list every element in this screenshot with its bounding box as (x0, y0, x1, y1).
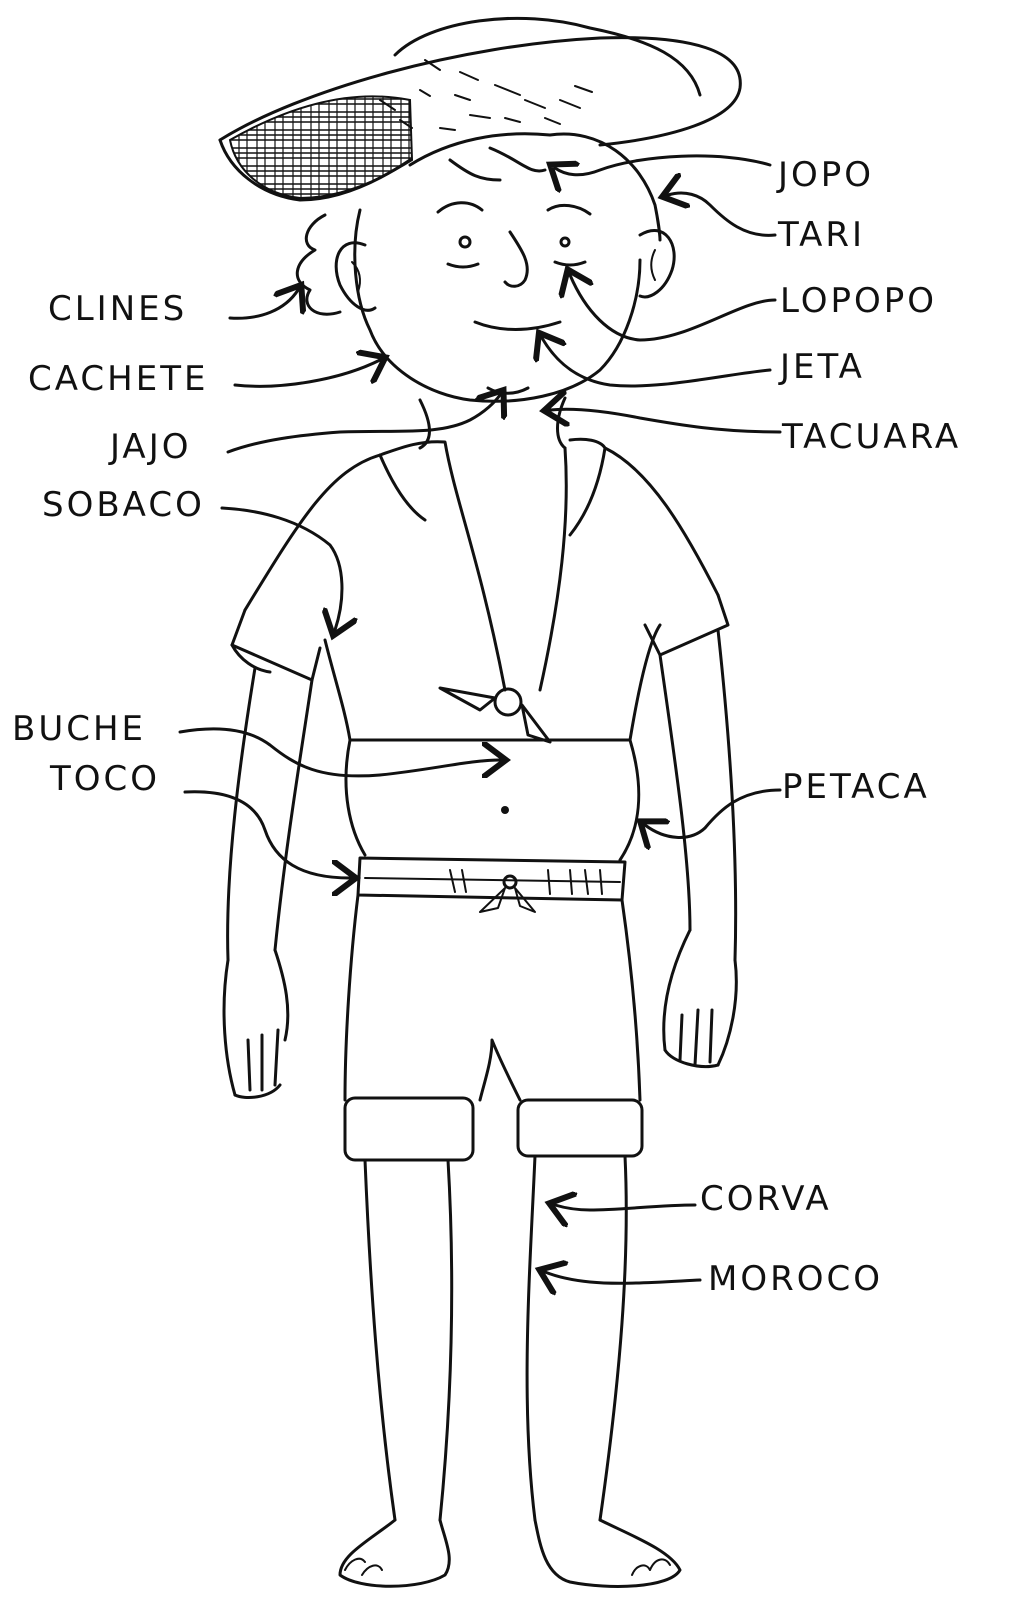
label-toco: TOCO (50, 762, 160, 796)
leader-tacuara (550, 409, 780, 432)
label-sobaco: SOBACO (42, 488, 205, 522)
leader-clines (230, 290, 298, 318)
label-buche: BUCHE (12, 712, 146, 746)
label-jopo: JOPO (778, 158, 874, 192)
arms (224, 630, 736, 1098)
shorts (345, 858, 642, 1160)
leader-jajo (228, 395, 500, 452)
label-petaca: PETACA (782, 770, 930, 804)
leader-jopo (555, 156, 770, 175)
label-corva: CORVA (700, 1182, 832, 1216)
leader-toco (185, 792, 350, 878)
leader-lopopo (570, 275, 775, 340)
belly (346, 740, 639, 860)
label-lopopo: LOPOPO (780, 284, 937, 318)
leader-cachete (235, 360, 380, 386)
straw-hat (220, 18, 740, 200)
leader-petaca (645, 790, 780, 837)
leader-jeta (542, 338, 770, 386)
label-moroco: MOROCO (708, 1262, 883, 1296)
label-jeta: JETA (780, 350, 865, 384)
legs (340, 1156, 680, 1586)
leader-moroco (545, 1272, 700, 1283)
label-clines: CLINES (48, 292, 187, 326)
label-tari: TARI (778, 218, 865, 252)
leader-sobaco (222, 508, 342, 630)
leader-buche (180, 729, 500, 776)
label-tacuara: TACUARA (782, 420, 961, 454)
leader-tari (668, 193, 775, 235)
label-cachete: CACHETE (28, 362, 208, 396)
shirt (232, 398, 728, 742)
label-jajo: JAJO (110, 430, 191, 464)
